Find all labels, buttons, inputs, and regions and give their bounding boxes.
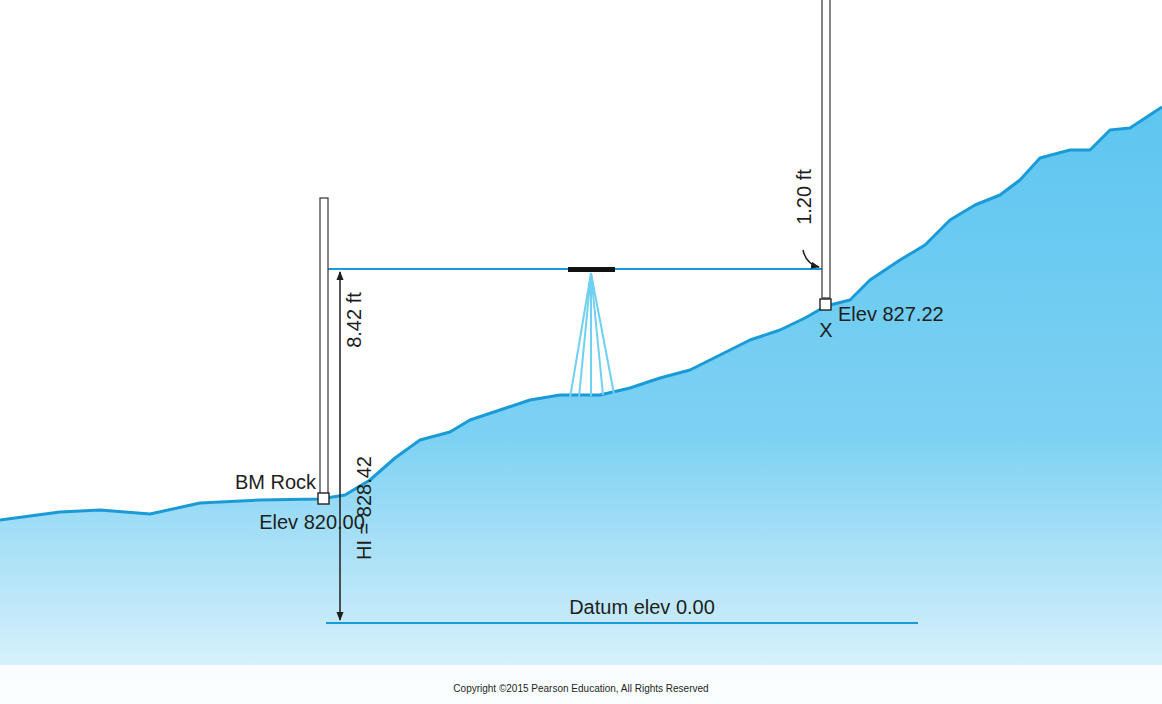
tripod-leg	[591, 273, 603, 395]
tripod-leg	[579, 273, 591, 397]
datum-label: Datum elev 0.00	[569, 596, 715, 618]
level-instrument	[570, 273, 614, 398]
ground-surface-line	[0, 107, 1162, 520]
tripod-leg	[590, 273, 592, 396]
level-telescope	[568, 267, 615, 272]
point-name: X	[819, 319, 832, 341]
copyright-note: Copyright ©2015 Pearson Education, All R…	[453, 683, 708, 694]
elevation-label: Elev 827.22	[838, 303, 944, 325]
point-x-marker	[820, 299, 831, 310]
elevation-label: Elev 820.00	[259, 511, 365, 533]
level-rod-left	[320, 198, 328, 495]
benchmark-point	[318, 493, 329, 504]
rod-reading: 8.42 ft	[343, 292, 365, 348]
benchmark-name: BM Rock	[235, 471, 316, 493]
rod-reading: 1.20 ft	[793, 169, 815, 225]
ground-fill	[0, 107, 1162, 704]
datum-line	[326, 622, 918, 624]
rod-reading-leader	[803, 250, 819, 267]
tripod-leg	[591, 273, 614, 394]
hi-dimension-arrow	[339, 272, 341, 620]
white-base	[0, 665, 1162, 704]
level-rod-right	[822, 0, 830, 298]
tripod-leg	[570, 273, 591, 398]
height-of-instrument: HI = 828.42	[353, 456, 375, 560]
